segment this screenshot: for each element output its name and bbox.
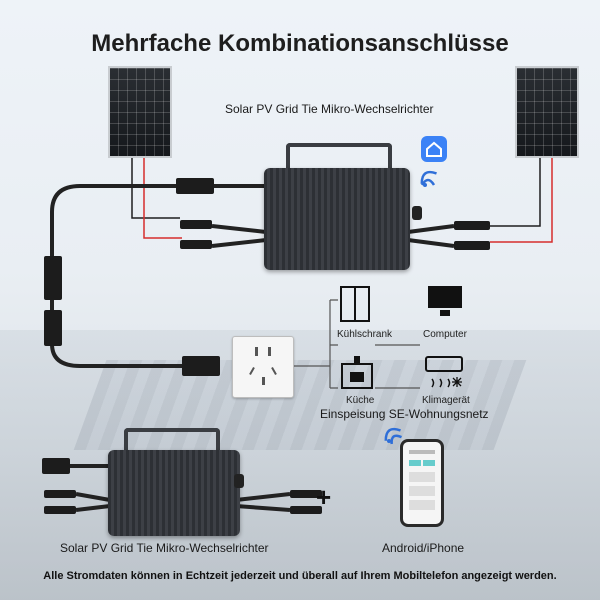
smartphone-icon — [400, 439, 444, 527]
air-conditioner-icon — [425, 356, 463, 388]
ac-plug-connector-icon — [42, 458, 70, 474]
plus-icon: + — [316, 482, 332, 512]
ac-cable — [50, 184, 176, 258]
bottom-caption: Solar PV Grid Tie Mikro-Wechselrichter — [60, 541, 269, 555]
page-title: Mehrfache Kombinationsanschlüsse — [91, 30, 509, 57]
ac-coupler-icon — [44, 256, 62, 300]
mc4-connector-icon — [290, 490, 322, 498]
wifi-icon — [420, 170, 437, 187]
inverter-icon — [264, 168, 410, 270]
grid-label: Einspeisung SE-Wohnungsnetz — [320, 407, 489, 421]
wire-right-black — [490, 158, 541, 227]
antenna-icon — [234, 474, 244, 488]
bottom-dc-cable — [75, 492, 291, 512]
wire-right-red — [490, 158, 553, 243]
schuko-plug-icon — [182, 356, 220, 376]
computer-label: Computer — [423, 329, 467, 340]
footer-text: Alle Stromdaten können in Echtzeit jeder… — [43, 570, 557, 582]
wire-left-black — [131, 158, 180, 219]
smart-home-app-icon — [421, 136, 447, 162]
mc4-connector-icon — [454, 241, 490, 250]
kitchen-label: Küche — [346, 395, 375, 406]
inverter-icon — [108, 450, 240, 536]
solar-panel-icon — [515, 66, 579, 158]
mc4-connector-icon — [180, 220, 212, 229]
mc4-connector-icon — [290, 506, 322, 514]
fridge-label: Kühlschrank — [337, 329, 393, 340]
dc-cable-right — [407, 224, 455, 248]
mc4-connector-icon — [44, 506, 76, 514]
stove-icon — [341, 356, 373, 389]
fridge-icon — [340, 286, 370, 322]
wire-left-red — [143, 158, 182, 239]
top-caption: Solar PV Grid Tie Mikro-Wechselrichter — [225, 102, 434, 116]
ac-plug-connector-icon — [176, 178, 214, 194]
inverter-bracket-icon — [124, 428, 220, 452]
grid-lines — [292, 299, 420, 389]
inverter-bracket-icon — [286, 143, 392, 171]
ac-cable-lower — [50, 298, 182, 368]
mc4-connector-icon — [454, 221, 490, 230]
mc4-connector-icon — [180, 240, 212, 249]
phone-caption: Android/iPhone — [382, 541, 465, 555]
dc-cable-left — [211, 224, 267, 248]
computer-icon — [428, 286, 462, 316]
solar-panel-icon — [108, 66, 172, 158]
ac-coupler-icon — [44, 310, 62, 346]
aircon-label: Klimagerät — [422, 395, 470, 406]
power-outlet-icon — [232, 336, 294, 398]
antenna-icon — [412, 206, 422, 220]
wifi-icon — [384, 427, 403, 445]
mc4-connector-icon — [44, 490, 76, 498]
